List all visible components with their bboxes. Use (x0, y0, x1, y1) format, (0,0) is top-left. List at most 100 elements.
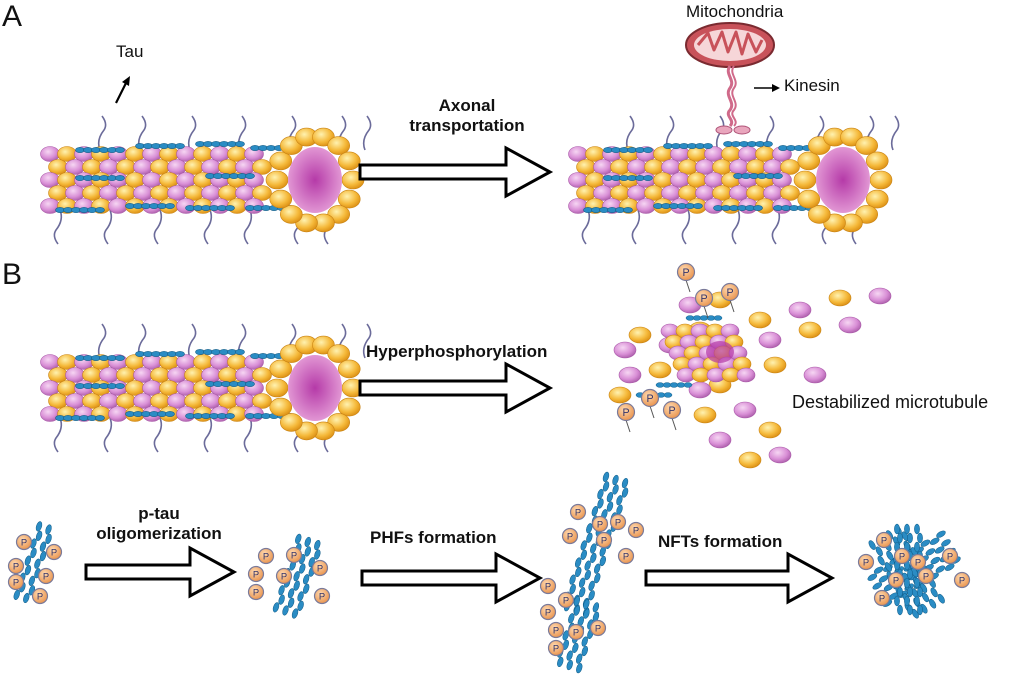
phosphate-group-icon: P (561, 527, 579, 545)
phosphate-group-icon: P (547, 639, 565, 657)
axonal-transport-label-line2: transportation (409, 115, 525, 135)
phosphate-group-icon: P (640, 388, 660, 408)
svg-text:P: P (253, 587, 259, 597)
phosphate-group-icon: P (953, 571, 971, 589)
svg-text:P: P (959, 575, 965, 585)
kinesin-pointer-arrow (754, 84, 780, 92)
phosphate-group-icon: P (694, 288, 714, 308)
phosphate-group-icon: P (539, 577, 557, 595)
svg-text:P: P (668, 405, 675, 417)
phosphate-group-icon: P (31, 587, 49, 605)
svg-text:P: P (263, 551, 269, 561)
svg-text:P: P (923, 571, 929, 581)
hyperphosphorylation-label: Hyperphosphorylation (366, 342, 548, 361)
svg-text:P: P (879, 593, 885, 603)
mitochondria-icon (685, 22, 775, 68)
phosphate-group-icon: P (313, 587, 331, 605)
phosphate-group-icon: P (7, 557, 25, 575)
ptau-label-line1: p-tau (138, 504, 180, 523)
svg-text:P: P (43, 571, 49, 581)
phosphate-group-icon: P (247, 583, 265, 601)
phosphate-group-icon: P (617, 547, 635, 565)
phosphate-group-icon: P (557, 591, 575, 609)
svg-text:P: P (21, 537, 27, 547)
phfs-formation-label: PHFs formation (370, 528, 497, 547)
phosphate-group-icon: P (589, 619, 607, 637)
phosphate-group-icon: P (616, 402, 636, 422)
svg-text:P: P (597, 519, 603, 529)
svg-text:P: P (615, 517, 621, 527)
svg-text:P: P (291, 550, 297, 560)
destabilized-microtubule (608, 287, 892, 469)
hyperphosphorylation-arrow (358, 361, 554, 415)
phosphate-group-icon: P (591, 515, 609, 533)
ptau-oligomerization-label: p-tau oligomerization (84, 504, 234, 543)
svg-text:P: P (863, 557, 869, 567)
phosphate-group-icon: P (909, 553, 927, 571)
svg-text:P: P (281, 571, 287, 581)
ptau-monomers (13, 521, 52, 604)
phosphate-group-icon: P (311, 559, 329, 577)
svg-text:P: P (682, 267, 689, 279)
microtubule-a-left (40, 115, 372, 245)
svg-text:P: P (545, 581, 551, 591)
phosphate-group-icon: P (45, 543, 63, 561)
microtubule-b-left (40, 323, 372, 453)
svg-text:P: P (622, 407, 629, 419)
phosphate-group-icon: P (609, 513, 627, 531)
svg-text:P: P (567, 531, 573, 541)
svg-text:P: P (563, 595, 569, 605)
svg-text:P: P (545, 607, 551, 617)
svg-text:P: P (646, 393, 653, 405)
phosphate-group-icon: P (875, 531, 893, 549)
ptau-oligomerization-arrow (84, 545, 238, 599)
svg-text:P: P (13, 561, 19, 571)
phosphate-group-icon: P (547, 621, 565, 639)
phosphate-group-icon: P (567, 623, 585, 641)
phosphate-group-icon: P (857, 553, 875, 571)
svg-text:P: P (623, 551, 629, 561)
svg-text:P: P (573, 627, 579, 637)
microtubule-a-right (568, 115, 900, 245)
microtubule-layer (13, 115, 961, 674)
svg-text:P: P (700, 293, 707, 305)
phosphate-group-icon: P (7, 573, 25, 591)
svg-text:P: P (319, 591, 325, 601)
svg-text:P: P (595, 623, 601, 633)
phosphate-group-icon: P (247, 565, 265, 583)
svg-text:P: P (893, 575, 899, 585)
phfs-formation-arrow (360, 551, 544, 605)
phosphate-group-icon: P (873, 589, 891, 607)
svg-text:P: P (37, 591, 43, 601)
phosphate-group-icon: P (941, 547, 959, 565)
panel-a-letter: A (2, 0, 23, 33)
phosphate-group-icon: P (720, 282, 740, 302)
svg-text:P: P (601, 535, 607, 545)
phosphate-group-icon: P (917, 567, 935, 585)
phosphate-group-icon: P (595, 531, 613, 549)
svg-text:P: P (553, 625, 559, 635)
svg-text:P: P (899, 551, 905, 561)
svg-text:P: P (553, 643, 559, 653)
tau-label: Tau (116, 42, 144, 61)
misc-layer: P P P P P P P P P P P P P P P P P P P P P P P P P P P P P P P P P P P P P P P P… (7, 262, 971, 657)
svg-text:P: P (915, 557, 921, 567)
svg-text:P: P (317, 563, 323, 573)
nfts-formation-label: NFTs formation (658, 532, 783, 551)
svg-text:P: P (633, 525, 639, 535)
phosphate-group-icon: P (662, 400, 682, 420)
phosphate-group-icon: P (15, 533, 33, 551)
svg-text:P: P (13, 577, 19, 587)
axonal-transport-label-line1: Axonal (438, 96, 496, 115)
phosphate-group-icon: P (37, 567, 55, 585)
panel-b-letter: B (2, 258, 23, 291)
svg-text:P: P (881, 535, 887, 545)
phosphate-group-icon: P (275, 567, 293, 585)
paired-helical-filaments-lower (557, 596, 600, 674)
svg-text:P: P (51, 547, 57, 557)
svg-text:P: P (947, 551, 953, 561)
kinesin-icon (715, 65, 751, 135)
svg-text:P: P (575, 507, 581, 517)
mitochondria-label: Mitochondria (686, 2, 784, 21)
arrow-layer (84, 145, 836, 605)
